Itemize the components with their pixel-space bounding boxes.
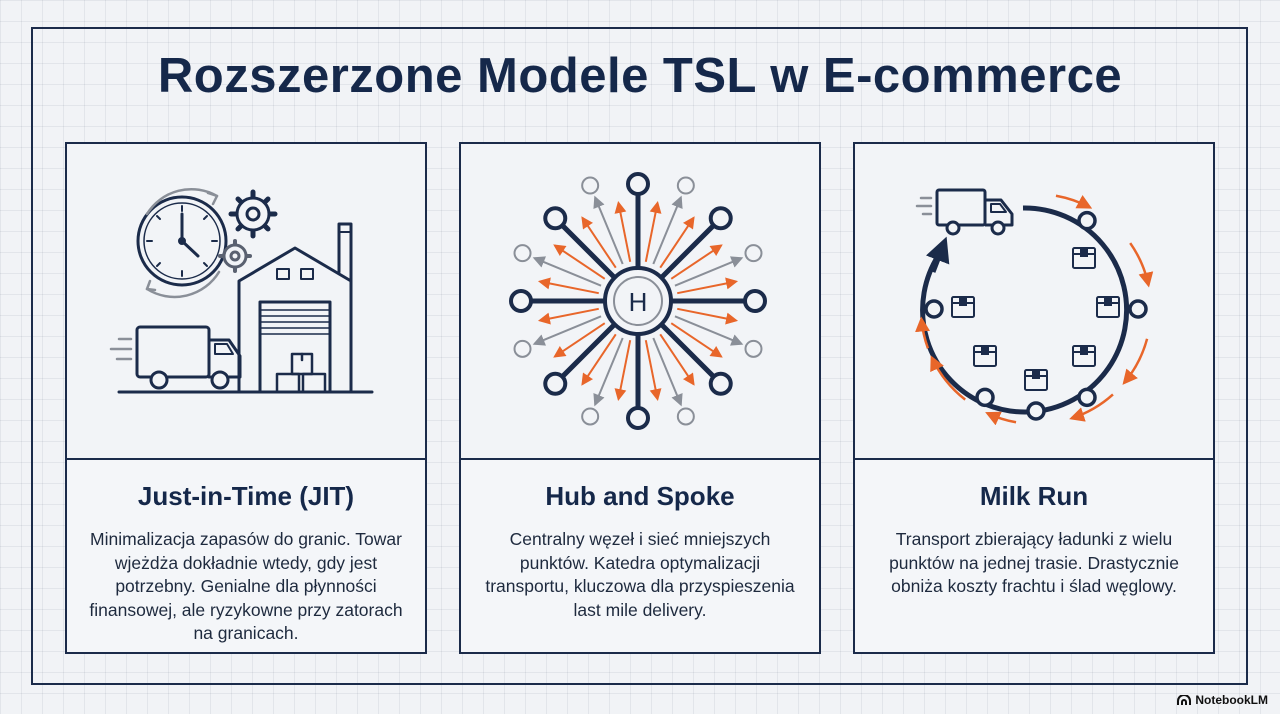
- card-title: Just-in-Time (JIT): [137, 481, 355, 511]
- route-stop-node: [924, 299, 944, 319]
- clock-factory-truck-icon: [109, 187, 374, 394]
- flow-arrow: [537, 277, 599, 295]
- card-milk-run: Milk Run Transport zbierający ładunki z …: [853, 142, 1215, 654]
- card-title: Milk Run: [979, 481, 1089, 511]
- package-icon: [951, 296, 975, 318]
- spoke-node: [543, 371, 568, 396]
- flow-arrow: [670, 322, 723, 358]
- card-title: Hub and Spoke: [545, 481, 735, 511]
- card-hub-and-spoke: H Hub and Spoke Centralny węzeł i sieć m…: [459, 142, 821, 654]
- flow-arrow: [674, 256, 744, 287]
- flow-arrow: [644, 200, 662, 262]
- outer-node: [744, 339, 763, 358]
- spoke-node: [626, 172, 650, 196]
- spoke-node: [743, 289, 767, 313]
- flow-arrow: [674, 315, 744, 346]
- notebooklm-brand: NotebookLM: [1177, 693, 1268, 707]
- route-stop-node: [1077, 387, 1097, 408]
- orange-direction-arrow: [1129, 242, 1154, 288]
- package-icon: [973, 345, 997, 367]
- spoke-line: [660, 223, 716, 279]
- orange-direction-arrow: [985, 411, 1017, 426]
- outer-node: [581, 176, 600, 195]
- circular-route-truck-icon: [915, 188, 1154, 426]
- spoke-node: [543, 206, 568, 231]
- orange-direction-arrow: [930, 355, 966, 401]
- outer-node: [513, 244, 532, 263]
- spoke-node: [708, 206, 733, 231]
- outer-node: [676, 407, 695, 426]
- flow-arrow: [614, 200, 632, 262]
- package-icon: [1096, 296, 1120, 318]
- card-description: Minimalizacja zapasów do granic. Towar w…: [89, 529, 403, 643]
- package-icon: [1072, 247, 1096, 269]
- flow-arrow: [532, 256, 602, 287]
- page-title: Rozszerzone Modele TSL w E-commerce: [157, 49, 1123, 103]
- flow-arrow: [677, 307, 739, 325]
- card-jit: Just-in-Time (JIT) Minimalizacja zapasów…: [65, 142, 427, 654]
- flow-arrow: [593, 337, 624, 407]
- outer-node: [676, 176, 695, 195]
- spoke-line: [560, 323, 616, 379]
- orange-direction-arrow: [915, 316, 931, 349]
- card-description: Transport zbierający ładunki z wielu pun…: [889, 529, 1179, 596]
- gear-icon: [228, 189, 278, 239]
- card-description: Centralny węzeł i sieć mniejszych punktó…: [485, 529, 795, 620]
- route-path: [920, 205, 1130, 415]
- outer-node: [744, 244, 763, 263]
- spoke-node: [509, 289, 533, 313]
- flow-arrow: [593, 195, 624, 265]
- route-arrow-icon: [925, 236, 950, 273]
- factory-icon: [237, 222, 353, 394]
- route-stop-node: [975, 387, 995, 408]
- cycle-arrows-icon: [145, 187, 221, 299]
- flow-arrow: [677, 277, 739, 295]
- jit-illustration: [67, 144, 425, 460]
- spoke-line: [560, 223, 616, 279]
- route-stop-node: [1128, 299, 1148, 319]
- flow-arrow: [553, 322, 606, 358]
- flow-arrow: [537, 307, 599, 325]
- hub-illustration: H: [461, 144, 819, 460]
- hub-network-icon: H: [509, 172, 767, 430]
- brand-label: NotebookLM: [1195, 693, 1268, 707]
- flow-arrow: [652, 337, 683, 407]
- flow-arrow: [532, 315, 602, 346]
- hub-node: H: [603, 266, 673, 336]
- flow-arrow: [581, 216, 617, 269]
- spoke-node: [626, 406, 650, 430]
- milk-run-illustration: [855, 144, 1213, 460]
- orange-direction-arrow: [1069, 393, 1114, 422]
- outer-node: [513, 339, 532, 358]
- package-icon: [1024, 369, 1048, 391]
- flow-arrow: [670, 244, 723, 280]
- orange-direction-arrow: [1055, 194, 1093, 209]
- clock-icon: [136, 195, 228, 287]
- package-icon: [1072, 345, 1096, 367]
- orange-direction-arrow: [1122, 338, 1149, 385]
- flow-arrow: [659, 333, 695, 386]
- flow-arrow: [614, 340, 632, 402]
- spoke-node: [708, 371, 733, 396]
- flow-arrow: [553, 244, 606, 280]
- truck-icon: [915, 188, 1014, 236]
- notebooklm-logo-icon: [1177, 694, 1192, 705]
- flow-arrow: [644, 340, 662, 402]
- flow-arrow: [652, 195, 683, 265]
- flow-arrow: [581, 333, 617, 386]
- truck-icon: [109, 325, 242, 390]
- spoke-line: [660, 323, 716, 379]
- outer-frame: [31, 27, 1248, 685]
- hub-label: H: [629, 287, 648, 317]
- route-stop-node: [1077, 210, 1097, 231]
- flow-arrow: [659, 216, 695, 269]
- outer-node: [581, 407, 600, 426]
- small-gear-icon: [218, 239, 252, 273]
- route-stop-node: [1026, 401, 1046, 421]
